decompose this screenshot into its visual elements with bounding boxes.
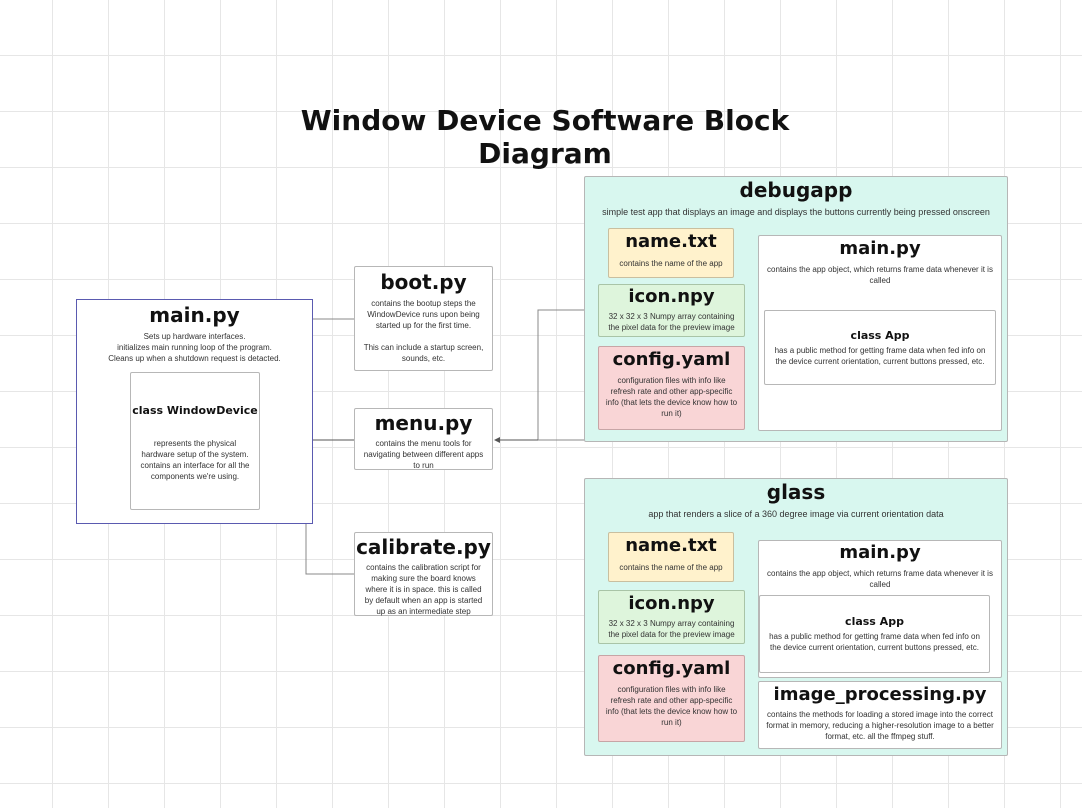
debugapp-config-yaml-title: config.yaml xyxy=(612,349,731,370)
debugapp-icon-npy-desc: 32 x 32 x 3 Numpy array containing the p… xyxy=(608,311,735,332)
glass-main-py-desc: contains the app object, which returns f… xyxy=(767,568,993,589)
debugapp-class-app-desc: has a public method for getting frame da… xyxy=(774,345,986,366)
glass-image-processing-py-block: image_processing.py contains the methods… xyxy=(758,681,1002,749)
glass-icon-npy-desc: 32 x 32 x 3 Numpy array containing the p… xyxy=(608,618,735,639)
debugapp-class-app-block: class App has a public method for gettin… xyxy=(764,310,996,385)
main-py-desc: Sets up hardware interfaces. initializes… xyxy=(108,332,281,363)
debugapp-main-py-title: main.py xyxy=(839,238,921,259)
debugapp-config-yaml-desc: configuration files with info like refre… xyxy=(605,375,738,418)
boot-py-block: boot.py contains the bootup steps the Wi… xyxy=(354,266,493,371)
debugapp-class-app-title: class App xyxy=(850,329,910,342)
glass-class-app-title: class App xyxy=(845,615,904,628)
glass-image-processing-py-desc: contains the methods for loading a store… xyxy=(766,709,994,741)
class-windowdevice-title: class WindowDevice xyxy=(132,404,258,417)
debugapp-main-py-desc: contains the app object, which returns f… xyxy=(767,264,993,285)
debugapp-icon-npy-title: icon.npy xyxy=(628,286,715,307)
connector-boot-main xyxy=(305,318,354,440)
connector-debugapp-menu xyxy=(537,309,584,440)
glass-config-yaml-desc: configuration files with info like refre… xyxy=(605,684,738,727)
connector-calibrate-main xyxy=(305,440,354,575)
glass-config-yaml-block: config.yaml configuration files with inf… xyxy=(598,655,745,742)
calibrate-py-desc: contains the calibration script for maki… xyxy=(364,563,483,616)
diagram-title: Window Device Software Block Diagram xyxy=(300,104,790,170)
debugapp-name-txt-block: name.txt contains the name of the app xyxy=(608,228,734,278)
glass-image-processing-py-title: image_processing.py xyxy=(773,684,987,705)
glass-class-app-block: class App has a public method for gettin… xyxy=(759,595,990,673)
debugapp-main-py-block: main.py contains the app object, which r… xyxy=(758,235,1002,431)
glass-main-py-title: main.py xyxy=(839,542,921,563)
class-windowdevice-block: class WindowDevice represents the physic… xyxy=(130,372,260,510)
class-windowdevice-desc: represents the physical hardware setup o… xyxy=(140,438,250,481)
menu-py-desc: contains the menu tools for navigating b… xyxy=(363,439,484,470)
menu-py-title: menu.py xyxy=(374,411,473,435)
glass-icon-npy-title: icon.npy xyxy=(628,593,715,614)
debugapp-title: debugapp xyxy=(739,178,853,202)
glass-main-py-block: main.py contains the app object, which r… xyxy=(758,540,1002,678)
boot-py-desc: contains the bootup steps the WindowDevi… xyxy=(363,299,484,363)
debugapp-name-txt-title: name.txt xyxy=(625,231,717,252)
menu-py-block: menu.py contains the menu tools for navi… xyxy=(354,408,493,470)
main-py-title: main.py xyxy=(149,303,240,327)
debugapp-icon-npy-block: icon.npy 32 x 32 x 3 Numpy array contain… xyxy=(598,284,745,337)
debugapp-desc: simple test app that displays an image a… xyxy=(602,207,990,217)
debugapp-config-yaml-block: config.yaml configuration files with inf… xyxy=(598,346,745,430)
glass-name-txt-title: name.txt xyxy=(625,535,717,556)
boot-py-title: boot.py xyxy=(380,270,467,294)
glass-desc: app that renders a slice of a 360 degree… xyxy=(648,509,944,519)
debugapp-group: debugapp simple test app that displays a… xyxy=(584,176,1008,442)
main-py-block: main.py Sets up hardware interfaces. ini… xyxy=(76,299,313,524)
glass-config-yaml-title: config.yaml xyxy=(612,658,731,679)
debugapp-name-txt-desc: contains the name of the app xyxy=(619,258,723,268)
glass-icon-npy-block: icon.npy 32 x 32 x 3 Numpy array contain… xyxy=(598,590,745,644)
glass-group: glass app that renders a slice of a 360 … xyxy=(584,478,1008,756)
glass-name-txt-block: name.txt contains the name of the app xyxy=(608,532,734,582)
calibrate-py-block: calibrate.py contains the calibration sc… xyxy=(354,532,493,616)
glass-name-txt-desc: contains the name of the app xyxy=(619,562,723,572)
glass-class-app-desc: has a public method for getting frame da… xyxy=(769,631,980,652)
glass-title: glass xyxy=(766,480,826,504)
calibrate-py-title: calibrate.py xyxy=(356,535,491,559)
